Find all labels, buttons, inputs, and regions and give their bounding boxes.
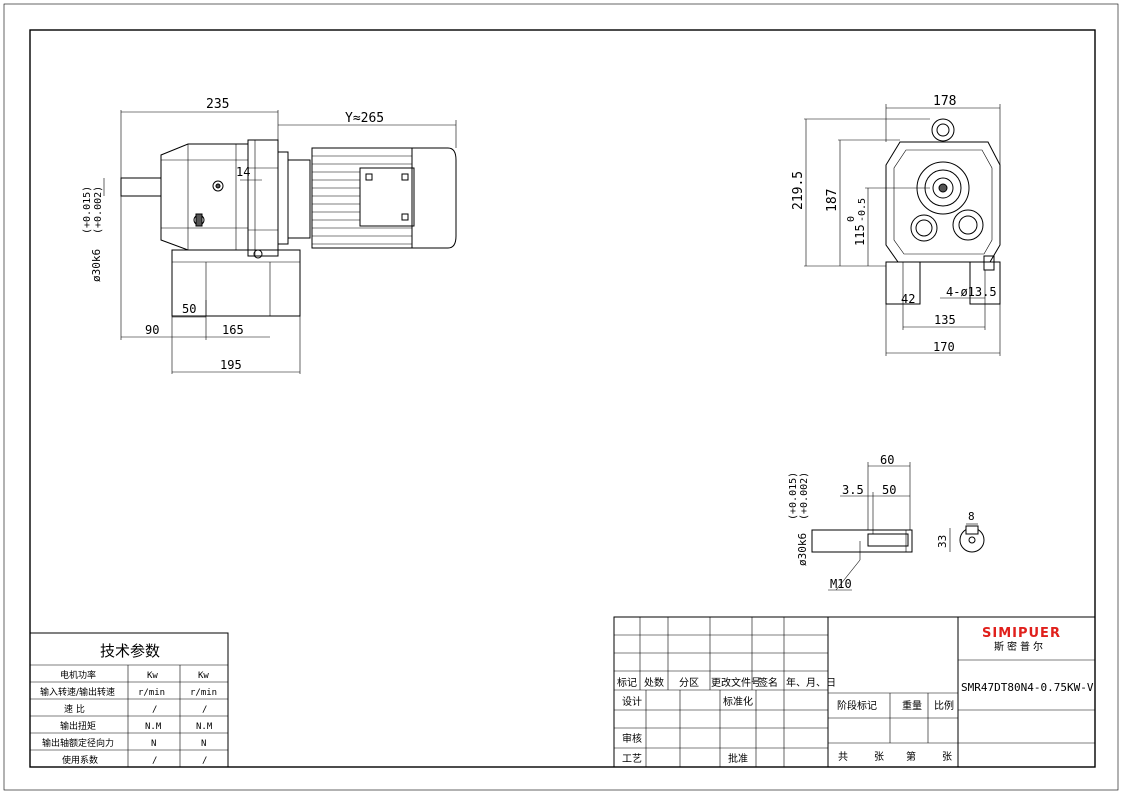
side-plug-1 [212, 180, 224, 192]
rev-header-mark: 标记 [617, 677, 637, 689]
rev-header-date: 年、月、日 [786, 676, 836, 689]
tech-row-v2: N.M [196, 722, 213, 732]
tb-stage-mark: 阶段标记 [837, 699, 877, 712]
tech-row-label: 速 比 [64, 703, 85, 715]
tb-sheet-unit2: 张 [942, 751, 952, 763]
tech-row-v2: / [202, 756, 207, 766]
tech-row-v2: N [201, 739, 206, 749]
detail-dim-lines [811, 462, 978, 591]
outer-border [3, 3, 1119, 791]
dim-center-tol-lower: -0.5 [857, 198, 868, 222]
dim-overall-length: 235 [206, 97, 229, 112]
tech-row-label: 输出轴额定径向力 [42, 737, 114, 749]
rev-header-count: 处数 [644, 676, 664, 689]
dim-detail-shaft-diameter: ø30k6 [796, 533, 809, 566]
tb-standardize: 标准化 [723, 695, 753, 708]
dim-shaft-tol-lower: (+0.002) [93, 186, 104, 234]
tech-row-label: 电机功率 [60, 669, 96, 681]
dim-shaft-tol-upper: (+0.015) [82, 186, 93, 234]
dim-motor-length: Y≈265 [345, 111, 384, 126]
side-output-shaft [120, 177, 162, 197]
shaft-detail: 60 3.5 50 M10 8 33 ø30k6 (+0.015) (+0.00… [788, 453, 985, 591]
tech-params-table: 技术参数 电机功率 Kw Kw 输入转速/输出转速 r/min r/min 速 … [29, 632, 229, 768]
dim-shaft-diameter: ø30k6 [90, 249, 103, 282]
end-boss-right [952, 209, 984, 241]
dim-detail-key-height: 33 [936, 535, 949, 548]
end-boss-left [910, 214, 938, 242]
detail-shaft [811, 529, 913, 553]
tb-design: 设计 [622, 695, 642, 708]
tech-row-v2: Kw [198, 671, 209, 681]
side-fan-cover [411, 147, 457, 249]
dim-base-width: 170 [933, 340, 955, 354]
tb-sheets-total: 共 [838, 751, 848, 763]
side-adapter-flange [247, 139, 279, 257]
tech-row-v1: N.M [145, 722, 162, 732]
end-housing [885, 141, 1001, 263]
dim-base-length: 195 [220, 358, 242, 372]
tech-row-v2: r/min [190, 688, 217, 698]
tech-row-v1: / [152, 705, 157, 715]
tech-params-title: 技术参数 [100, 642, 160, 660]
end-dim-lines [804, 104, 1001, 356]
tb-review: 审核 [622, 732, 642, 745]
dim-flange-offset: 14 [236, 165, 250, 179]
dim-detail-key-width: 8 [968, 510, 975, 523]
dim-shaft-height: 187 [825, 189, 840, 212]
tb-weight: 重量 [902, 699, 922, 712]
dim-detail-shaft-length: 60 [880, 453, 894, 467]
dim-center-height: 115 [853, 224, 867, 246]
rev-header-zone: 分区 [679, 677, 699, 689]
brand-logo-en: SIMIPUER [982, 626, 1061, 641]
tech-row-v1: N [151, 739, 156, 749]
tech-row-label: 输出扭矩 [60, 720, 96, 732]
side-dim-lines [103, 110, 457, 374]
rev-header-sign: 签名 [758, 676, 778, 689]
brand-logo-cn: 斯密普尔 [994, 640, 1046, 653]
tb-scale: 比例 [934, 699, 954, 712]
dim-overall-height: 219.5 [791, 171, 806, 210]
tb-approve: 批准 [728, 752, 748, 765]
dim-foot-holes: 4-ø13.5 [946, 285, 997, 299]
dim-shaft-length: 90 [145, 323, 159, 337]
model-number: SMR47DT80N4-0.75KW-V [961, 681, 1094, 694]
rev-header-doc: 更改文件号 [711, 676, 761, 689]
end-view: 178 42 4-ø13.5 135 170 219.5 187 115 0 -… [791, 94, 1001, 356]
dim-width-top: 178 [933, 94, 956, 109]
dim-detail-key-length: 50 [882, 483, 896, 497]
dim-detail-thread: M10 [830, 577, 852, 591]
side-view: 235 Y≈265 14 50 90 165 195 ø30k6 (+0.015… [82, 97, 457, 374]
detail-key [867, 533, 909, 547]
tech-row-v1: r/min [138, 688, 165, 698]
side-terminal-box [359, 167, 415, 227]
title-block: 标记 处数 分区 更改文件号 签名 年、月、日 设计 标准化 审核 工艺 批准 … [613, 616, 1096, 768]
tech-row-v1: / [152, 756, 157, 766]
dim-detail-shoulder: 3.5 [842, 483, 864, 497]
dim-detail-tol-lower: (+0.002) [799, 472, 810, 520]
tb-process: 工艺 [622, 753, 642, 765]
dim-foot-offset: 50 [182, 302, 196, 316]
inner-frame [29, 29, 1096, 768]
dim-hole-spacing: 135 [934, 313, 956, 327]
tech-row-label: 输入转速/输出转速 [40, 686, 115, 698]
dim-foot-thickness: 42 [901, 292, 915, 306]
tech-row-v2: / [202, 705, 207, 715]
dim-center-tol-upper: 0 [846, 216, 857, 222]
tech-row-v1: Kw [147, 671, 158, 681]
tech-row-label: 使用系数 [62, 754, 98, 766]
motor-fin-lines [312, 155, 412, 245]
tb-sheet-no: 第 [906, 750, 916, 763]
dim-detail-tol-upper: (+0.015) [788, 472, 799, 520]
dim-foot-spacing: 165 [222, 323, 244, 337]
tb-sheets-unit: 张 [874, 751, 884, 763]
end-lifting-eye [931, 118, 955, 142]
